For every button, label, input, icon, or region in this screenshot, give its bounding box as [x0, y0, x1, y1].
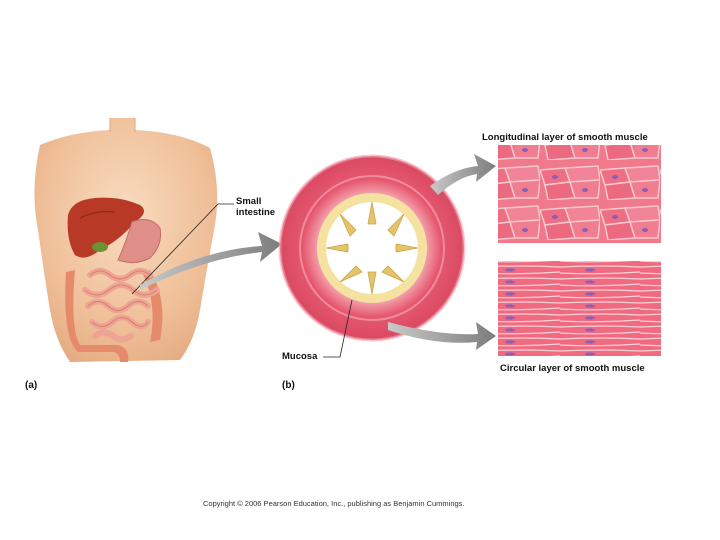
arrow-to-circular [388, 322, 496, 350]
arrow-to-longitudinal [430, 154, 496, 195]
torso-illustration [34, 118, 217, 362]
circular-layer-label: Circular layer of smooth muscle [500, 363, 645, 374]
small-intestine-label-line2: intestine [236, 207, 275, 218]
panel-a-label: (a) [25, 380, 37, 391]
copyright-notice: Copyright © 2006 Pearson Education, Inc.… [203, 499, 465, 508]
mucosa-label: Mucosa [282, 351, 317, 362]
small-intestine-label-line1: Small [236, 196, 275, 207]
panel-b-label: (b) [282, 380, 295, 391]
longitudinal-layer-label: Longitudinal layer of smooth muscle [482, 132, 648, 143]
circular-tissue-panel [498, 261, 661, 356]
small-intestine-label: Small intestine [236, 196, 275, 218]
longitudinal-tissue-panel [498, 145, 661, 243]
